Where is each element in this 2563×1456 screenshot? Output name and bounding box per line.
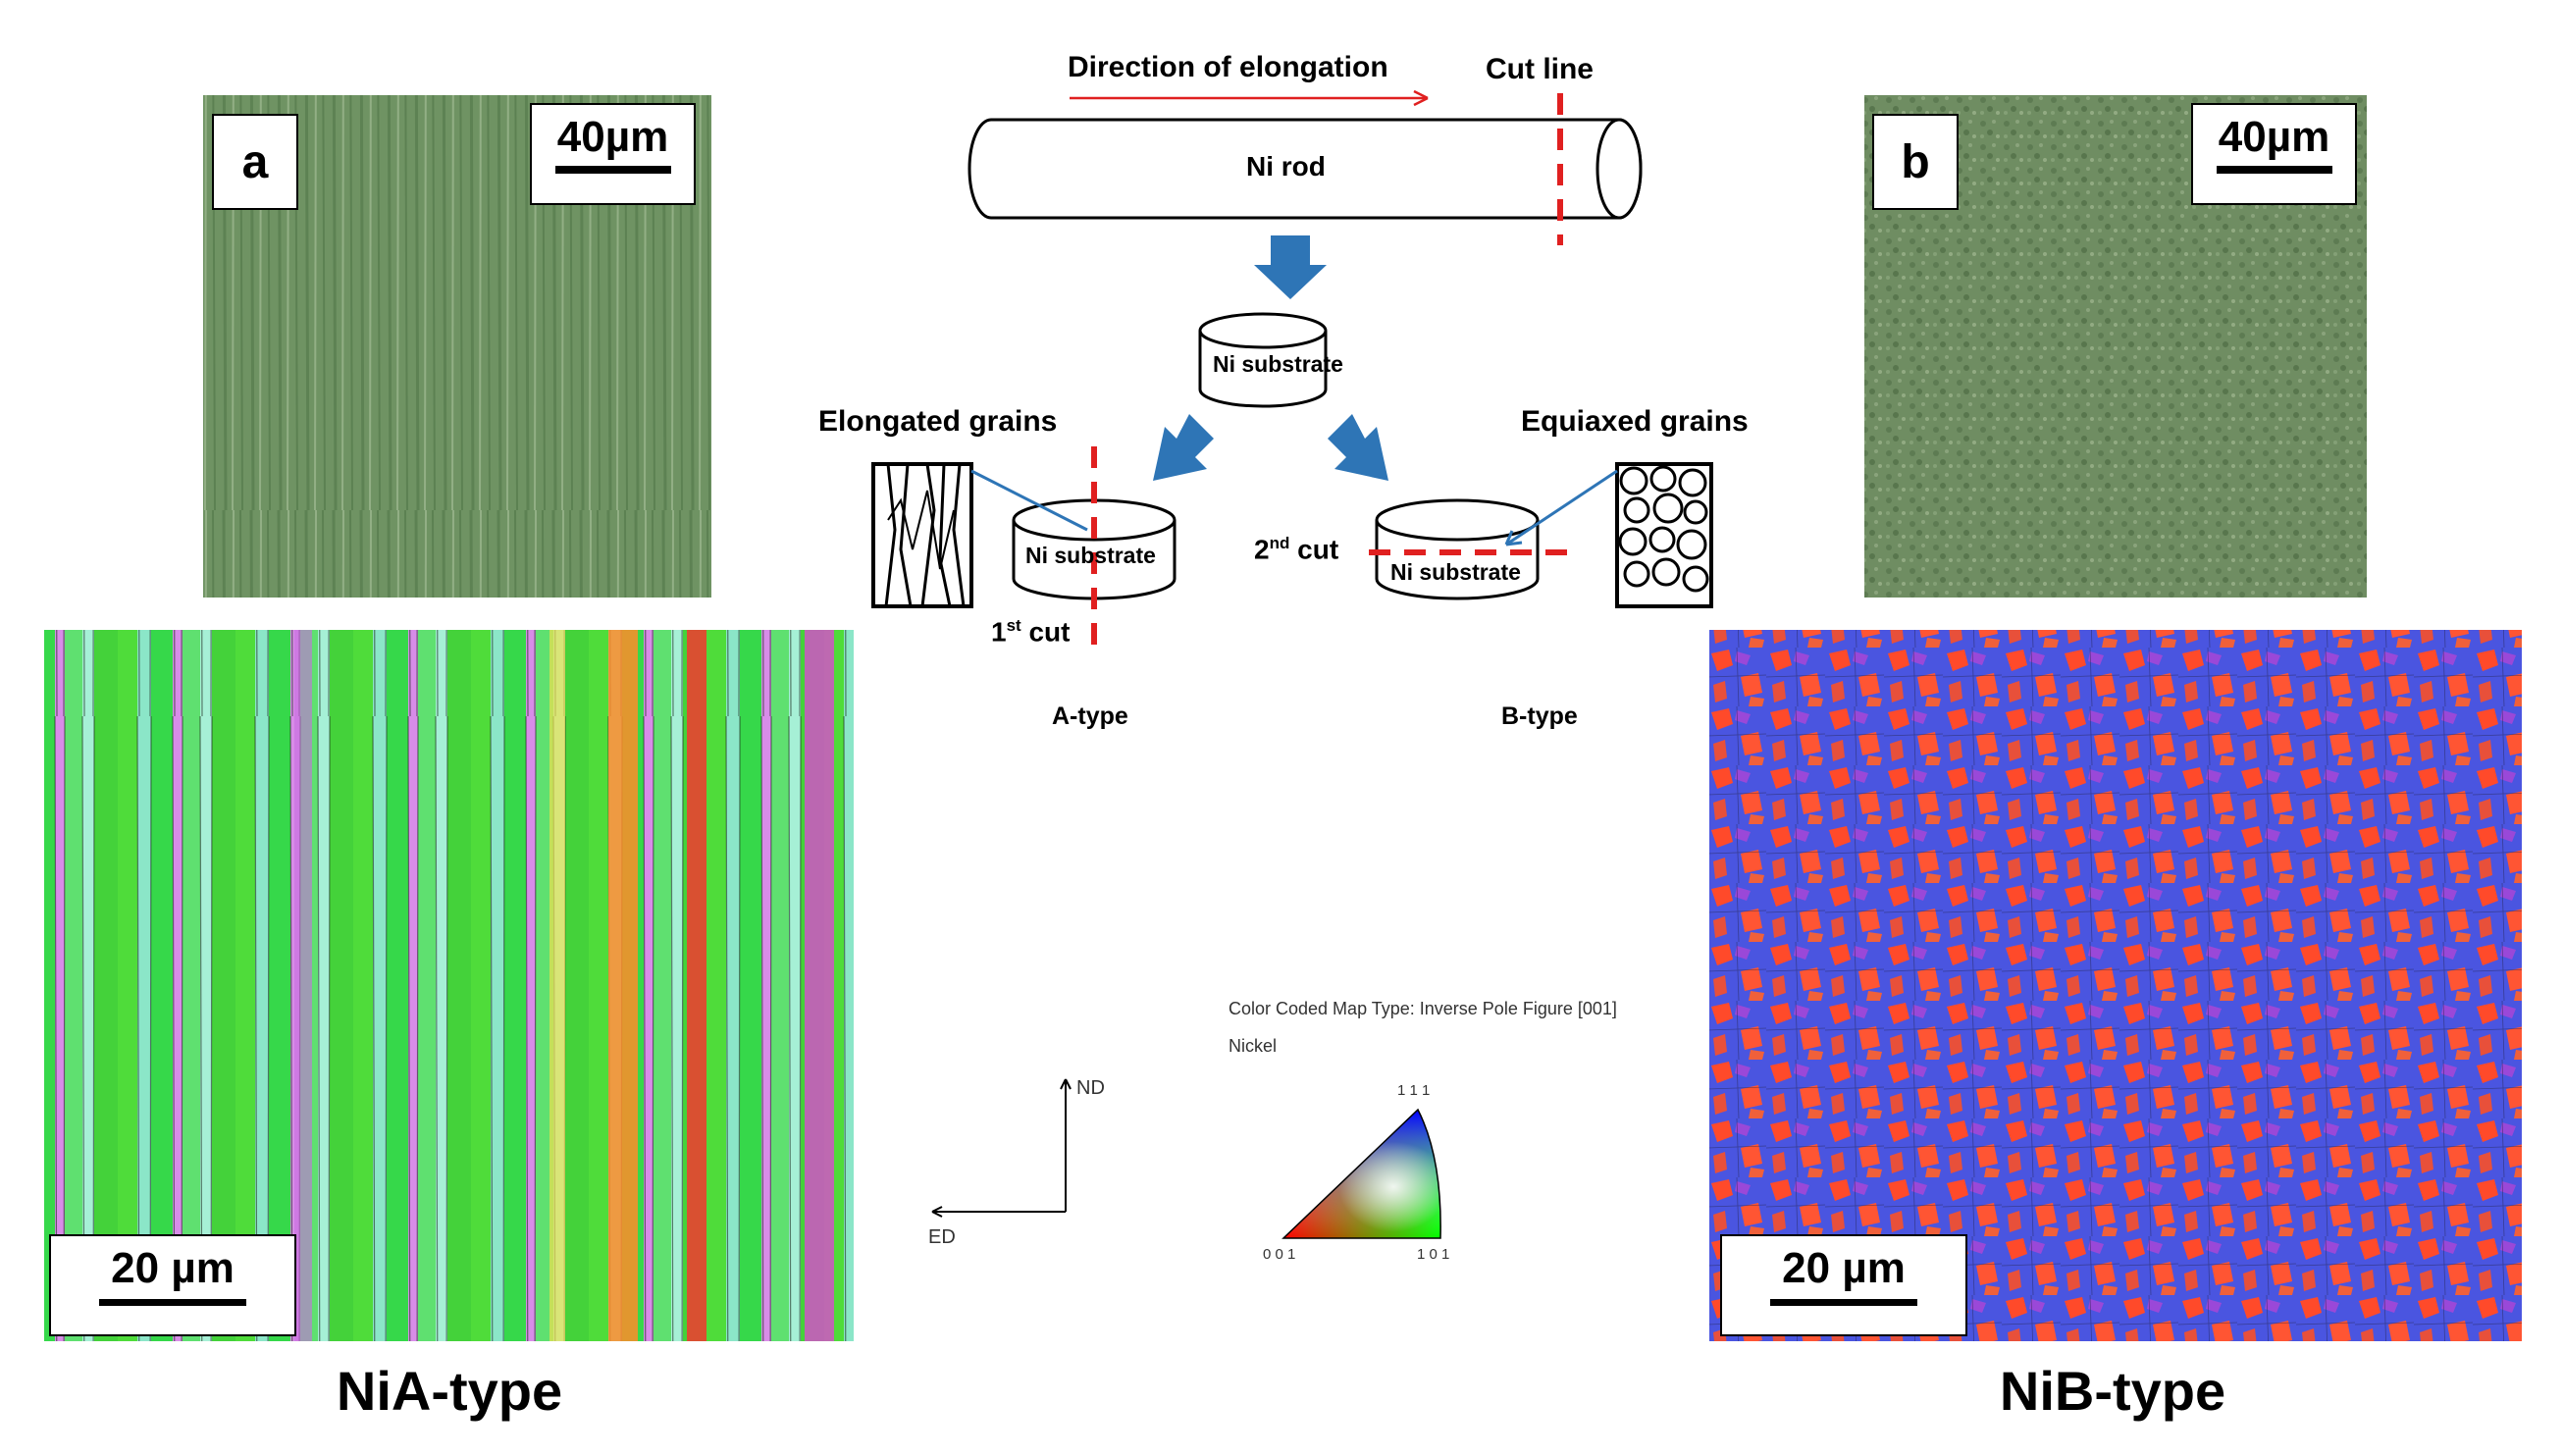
elongated-grains-label: Elongated grains	[818, 405, 1058, 438]
ipf-corner-111: 1 1 1	[1397, 1082, 1431, 1099]
elongated-grains-sketch	[871, 462, 973, 608]
ipf-corner-101: 1 0 1	[1417, 1246, 1450, 1263]
ebsd-map-b	[1709, 630, 2522, 1341]
first-cut-suffix: st	[1006, 616, 1021, 635]
second-cut-number: 2	[1254, 534, 1270, 565]
ebsd-scale-bar-b: 20 µm	[1720, 1234, 1967, 1336]
axis-nd-label: ND	[1076, 1077, 1105, 1099]
material-text: Nickel	[1229, 1036, 1278, 1056]
panel-letter-b: b	[1901, 135, 1930, 188]
ni-rod	[968, 118, 1643, 220]
substrate-label-right: Ni substrate	[1390, 559, 1521, 585]
scale-bar-b-text: 40µm	[2218, 113, 2330, 161]
substrate-label-left: Ni substrate	[1025, 543, 1156, 568]
down-arrow	[1254, 235, 1327, 299]
scale-bar-a-text: 40µm	[556, 113, 669, 161]
substrate-right	[1375, 498, 1540, 600]
substrate-label-top: Ni substrate	[1213, 351, 1343, 377]
direction-label: Direction of elongation	[1068, 51, 1388, 83]
scale-bar-b-line	[2216, 166, 2332, 174]
scale-bar-b: 40µm	[2191, 103, 2357, 205]
second-cut-suffix: nd	[1269, 534, 1290, 552]
cut-line-label: Cut line	[1486, 53, 1594, 85]
ebsd-scale-bar-b-text: 20 µm	[1782, 1244, 1906, 1292]
ipf-corner-001: 0 0 1	[1263, 1246, 1296, 1263]
substrate-top	[1198, 312, 1328, 408]
ebsd-scale-bar-b-line	[1770, 1299, 1917, 1306]
ebsd-scale-bar-a-line	[99, 1299, 246, 1306]
scale-bar-a-line	[554, 166, 671, 174]
ipf-triangle	[1282, 1108, 1441, 1239]
panel-letter-a: a	[241, 135, 269, 188]
rod-label: Ni rod	[1246, 151, 1326, 182]
map-type-text: Color Coded Map Type: Inverse Pole Figur…	[1229, 999, 1617, 1018]
second-cut-word: cut	[1289, 534, 1339, 565]
first-cut-word: cut	[1020, 616, 1071, 648]
left-arrow	[1153, 414, 1214, 481]
a-type-label: A-type	[1052, 702, 1128, 730]
equiaxed-pointer	[1505, 469, 1618, 546]
first-cut-label: 1st cut	[991, 616, 1070, 648]
scale-bar-a: 40µm	[530, 103, 696, 205]
b-type-label: B-type	[1501, 702, 1578, 730]
panel-label-b: b	[1872, 114, 1959, 210]
axis-ed-label: ED	[928, 1226, 956, 1248]
ebsd-scale-bar-a-text: 20 µm	[111, 1244, 235, 1292]
right-arrow	[1328, 414, 1388, 481]
caption-nia: NiA-type	[336, 1360, 563, 1422]
sample-axes	[931, 1078, 1072, 1218]
elongated-pointer	[970, 469, 1088, 532]
first-cut-number: 1	[991, 616, 1007, 648]
equiaxed-grains-sketch	[1615, 462, 1713, 608]
panel-label-a: a	[212, 114, 298, 210]
ebsd-map-a	[44, 630, 854, 1341]
caption-nib: NiB-type	[1999, 1360, 2226, 1422]
second-cut-label: 2nd cut	[1254, 534, 1338, 565]
ebsd-scale-bar-a: 20 µm	[49, 1234, 296, 1336]
equiaxed-grains-label: Equiaxed grains	[1521, 405, 1749, 438]
